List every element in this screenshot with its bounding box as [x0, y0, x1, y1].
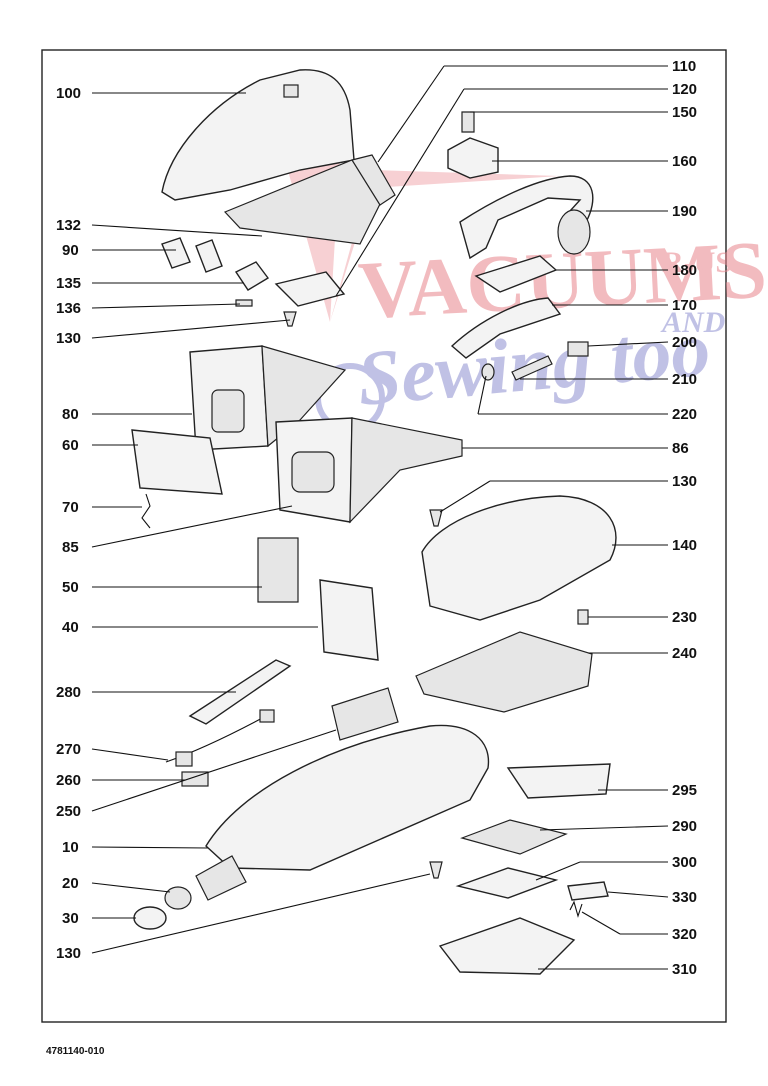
part-screw-130b [429, 509, 443, 527]
part-ring-20 [164, 886, 192, 910]
label-right-300: 300 [672, 854, 697, 871]
part-filter-50 [257, 537, 299, 603]
label-right-180: 180 [672, 262, 697, 279]
part-cover-310 [438, 917, 576, 975]
label-right-170: 170 [672, 297, 697, 314]
label-right-190: 190 [672, 203, 697, 220]
label-left-80: 80 [62, 406, 79, 423]
part-spring-150 [461, 111, 475, 133]
part-bag-85-body [349, 417, 463, 524]
label-left-260: 260 [56, 772, 81, 789]
part-latch-90 [161, 237, 223, 273]
part-clip-330 [567, 881, 609, 901]
label-left-250: 250 [56, 803, 81, 820]
watermark-tag2: AND [660, 306, 725, 339]
part-wire-70 [141, 493, 151, 529]
part-filter-sheet-290 [460, 819, 568, 855]
label-left-100: 100 [56, 85, 81, 102]
label-right-210: 210 [672, 371, 697, 388]
part-screw-136 [235, 299, 253, 307]
label-right-150: 150 [672, 104, 697, 121]
part-filter-frame-300 [455, 867, 559, 899]
label-right-110: 110 [672, 58, 696, 75]
label-right-86: 86 [672, 440, 689, 457]
part-spring-320 [569, 900, 583, 918]
part-screw-130c [429, 861, 443, 879]
part-bracket-160 [447, 137, 499, 179]
label-right-220: 220 [672, 406, 697, 423]
left-labels: 100 132 90 135 136 130 80 60 70 85 50 40… [56, 85, 81, 962]
diagram-frame [41, 49, 727, 1023]
part-bag-85-collar [291, 451, 335, 493]
part-cable-end-270 [259, 709, 275, 723]
part-ring-30 [133, 906, 167, 930]
part-switch-135 [234, 261, 270, 291]
part-filter-250 [331, 687, 399, 741]
parts [131, 69, 617, 975]
label-left-60: 60 [62, 437, 79, 454]
label-left-85: 85 [62, 539, 79, 556]
part-seal-frame-240 [415, 631, 593, 713]
part-200 [567, 341, 589, 357]
label-right-310: 310 [672, 961, 697, 978]
label-left-20: 20 [62, 875, 79, 892]
label-right-230: 230 [672, 609, 697, 626]
label-right-140: 140 [672, 537, 697, 554]
label-left-130-bottom: 130 [56, 945, 81, 962]
part-210 [511, 355, 553, 381]
part-220 [481, 363, 495, 381]
label-left-130-top: 130 [56, 330, 81, 347]
label-left-40: 40 [62, 619, 79, 636]
part-lid-100 [161, 69, 355, 201]
part-handle-grip-170 [450, 297, 562, 359]
label-right-320: 320 [672, 926, 697, 943]
part-filter-frame-40 [319, 579, 379, 661]
label-right-295: 295 [672, 782, 697, 799]
label-left-10: 10 [62, 839, 79, 856]
label-left-280: 280 [56, 684, 81, 701]
label-right-240: 240 [672, 645, 697, 662]
part-housing-140 [421, 495, 617, 621]
part-bag-80-collar [211, 389, 245, 433]
part-base-10 [205, 724, 490, 871]
part-handle-ring [557, 209, 591, 255]
watermark-tag1: R-US [662, 246, 732, 279]
label-left-135: 135 [56, 275, 81, 292]
part-lid-badge [283, 84, 299, 98]
part-button-120 [274, 271, 346, 307]
part-hinge-110 [351, 154, 396, 206]
part-cable-plug-270 [175, 751, 193, 767]
label-left-50: 50 [62, 579, 79, 596]
label-left-70: 70 [62, 499, 79, 516]
part-cord-guide-280 [188, 659, 292, 725]
leader-lines [91, 65, 669, 970]
part-230 [577, 609, 589, 625]
label-right-130: 130 [672, 473, 697, 490]
label-right-160: 160 [672, 153, 697, 170]
drawing-number: 4781140-010 [46, 1046, 105, 1057]
part-grille-295 [506, 763, 611, 799]
label-left-132: 132 [56, 217, 81, 234]
label-left-90: 90 [62, 242, 79, 259]
part-screw-130a [283, 311, 297, 327]
label-right-290: 290 [672, 818, 697, 835]
part-260 [181, 771, 209, 787]
label-left-270: 270 [56, 741, 81, 758]
right-labels: 110 120 150 160 190 180 170 200 210 220 … [672, 58, 697, 978]
label-right-330: 330 [672, 889, 697, 906]
label-left-136: 136 [56, 300, 81, 317]
part-bag-holder-60 [131, 429, 223, 495]
part-lid-frame-132 [223, 159, 383, 245]
part-base-nozzle [195, 855, 247, 901]
label-left-30: 30 [62, 910, 79, 927]
label-right-120: 120 [672, 81, 697, 98]
label-right-200: 200 [672, 334, 697, 351]
